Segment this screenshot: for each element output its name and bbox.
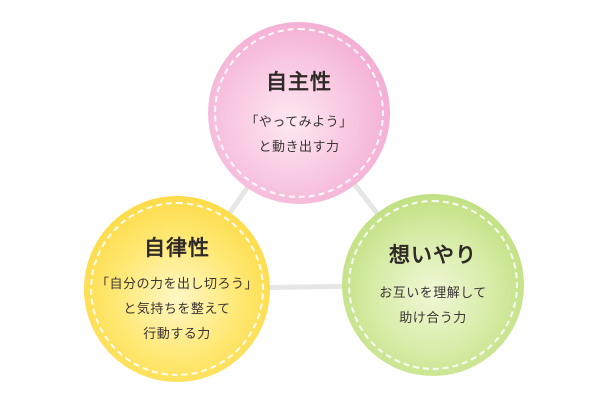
node-empathy-description: お互いを理解して 助け合う力 [379,281,487,331]
node-autonomy-title: 自主性 [266,70,332,94]
node-discipline-title: 自律性 [144,235,210,260]
node-empathy-line: 助け合う力 [399,311,467,326]
node-discipline-line: 行動する力 [143,326,211,342]
node-empathy-line: お互いを理解して [379,286,487,301]
node-discipline: 自律性 「自分の力を出し切ろう」 と気持ちを整えて 行動する力 [84,196,270,382]
node-autonomy-line: と動き出す力 [258,140,340,155]
node-discipline-description: 「自分の力を出し切ろう」 と気持ちを整えて 行動する力 [96,272,258,347]
node-empathy-title: 想いやり [389,243,477,267]
triangle-outline [174,110,436,292]
node-discipline-line: 「自分の力を出し切ろう」 [95,276,258,292]
node-autonomy-line: 「やってみよう」 [245,115,353,130]
node-empathy: 想いやり お互いを理解して 助け合う力 [342,194,524,376]
node-discipline-line: と気持ちを整えて [123,301,231,317]
node-autonomy: 自主性 「やってみよう」 と動き出す力 [208,22,390,204]
node-autonomy-description: 「やってみよう」 と動き出す力 [245,110,352,160]
